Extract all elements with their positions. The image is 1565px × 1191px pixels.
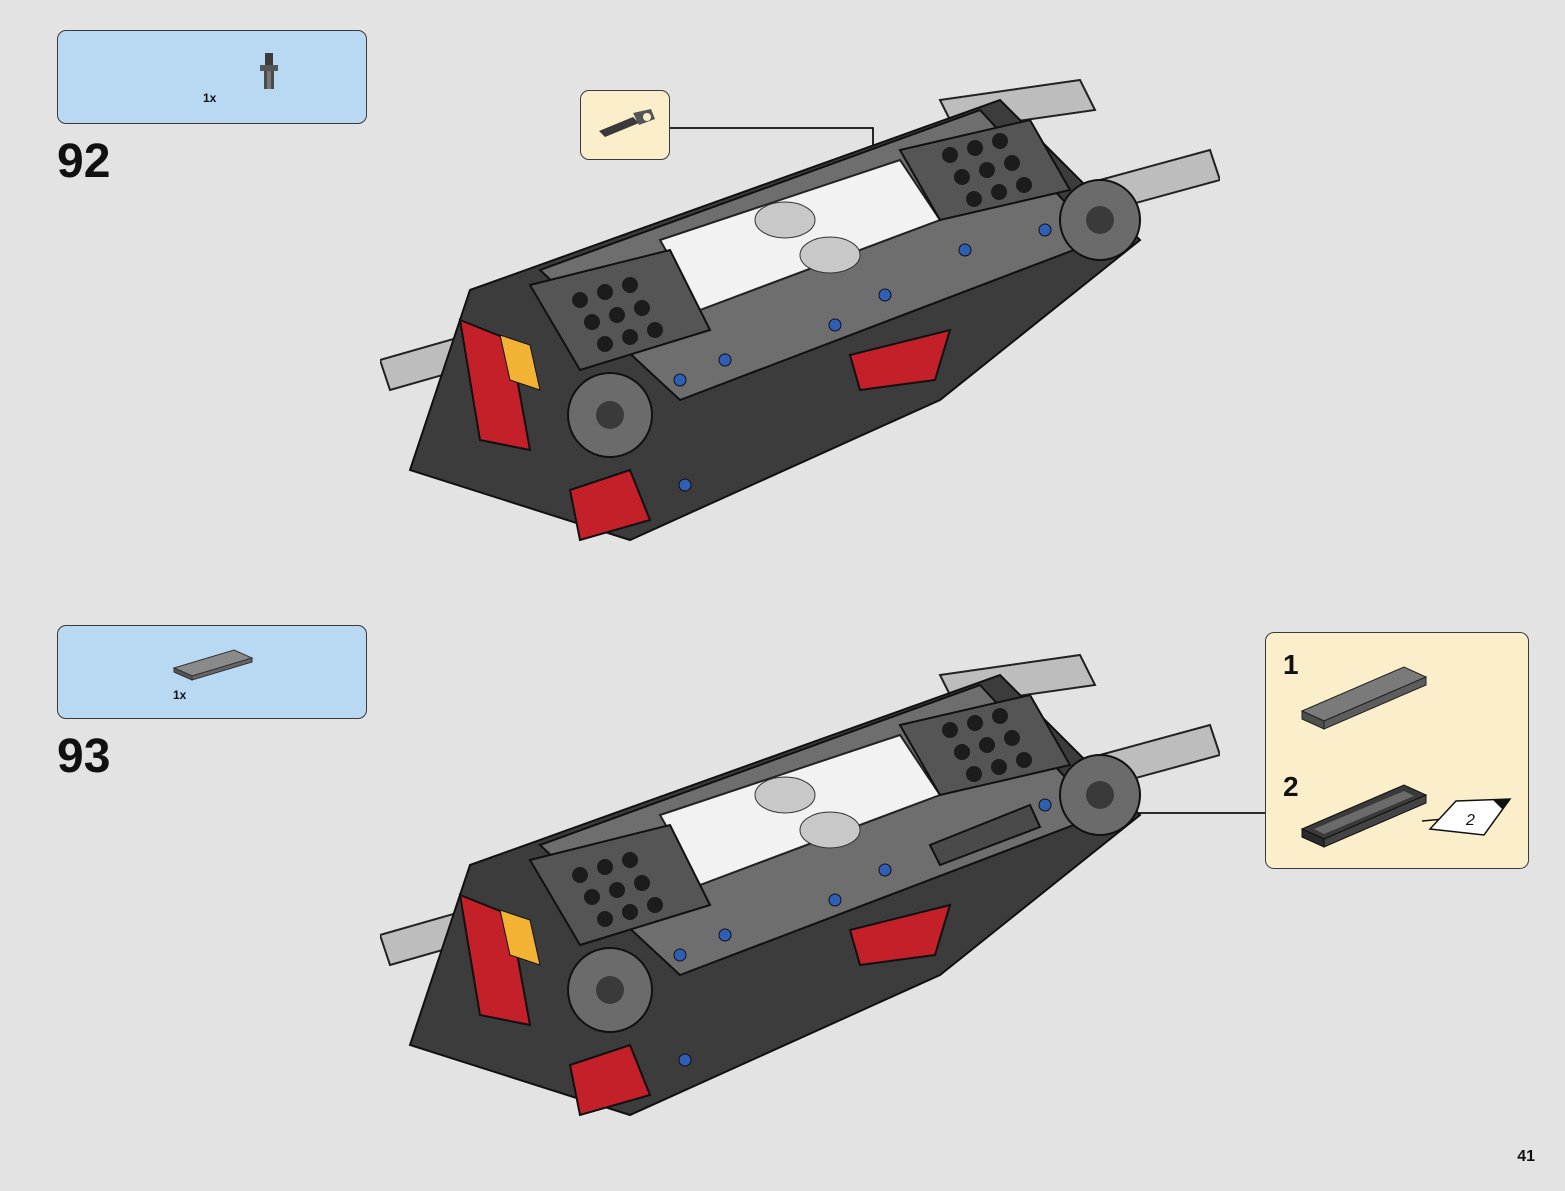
part-quantity: 1x — [173, 688, 186, 702]
model-illustration-step-92 — [380, 70, 1220, 550]
tile-part-icon — [1300, 661, 1430, 731]
stickered-tile-icon — [1300, 781, 1430, 851]
sticker-number: 2 — [1465, 812, 1475, 829]
substep-number: 2 — [1283, 773, 1299, 801]
dark-gray-tile-icon — [170, 644, 256, 684]
step-number: 93 — [57, 733, 110, 781]
model-illustration-step-93 — [380, 645, 1220, 1125]
substep-number: 1 — [1283, 651, 1299, 679]
subassembly-callout-step-93: 1 2 2 — [1265, 632, 1529, 869]
page-number: 41 — [1517, 1148, 1535, 1166]
parts-box-step-93: 1x — [57, 625, 367, 719]
sticker-sheet-icon: 2 — [1422, 797, 1514, 837]
